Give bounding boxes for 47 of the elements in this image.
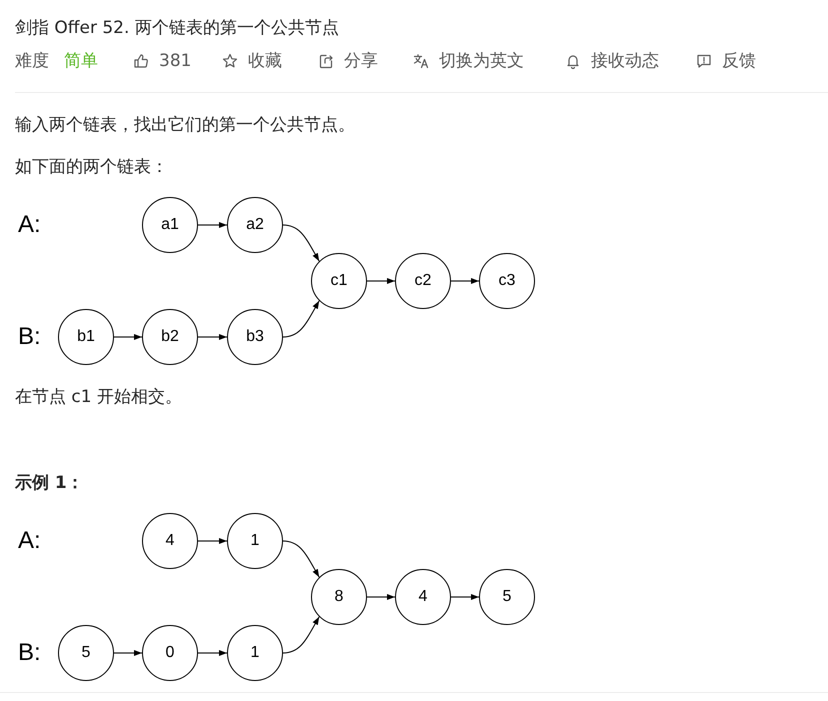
- example-intro: 如下面的两个链表：: [15, 156, 168, 179]
- list-node: 8: [311, 569, 367, 625]
- share-button: 分享: [318, 49, 378, 73]
- list-node: 1: [227, 513, 283, 569]
- list-node: a1: [142, 197, 198, 253]
- arrow: [450, 594, 480, 600]
- list-node: b1: [58, 309, 114, 365]
- list-node: c3: [479, 253, 535, 309]
- arrow: [366, 278, 396, 284]
- arrow: [198, 650, 228, 656]
- example-heading: 示例 1：: [15, 472, 84, 495]
- favorite-button: 收藏: [222, 49, 282, 73]
- feedback-button: 反馈: [696, 49, 756, 73]
- list-node: 4: [142, 513, 198, 569]
- arrow: [114, 650, 142, 656]
- arrow: [198, 538, 228, 544]
- problem-title: 剑指 Offer 52. 两个链表的第一个公共节点: [15, 17, 339, 40]
- problem-description: 输入两个链表，找出它们的第一个公共节点。: [15, 114, 355, 137]
- arrow: [282, 616, 320, 654]
- list-name: A:: [18, 211, 41, 239]
- arrow: [114, 334, 142, 340]
- arrow: [282, 540, 320, 578]
- intersection-note: 在节点 c1 开始相交。: [15, 386, 182, 409]
- arrow: [366, 594, 396, 600]
- difficulty-level: 简单: [64, 50, 98, 73]
- list-node: a2: [227, 197, 283, 253]
- list-node: b2: [142, 309, 198, 365]
- arrow: [282, 300, 320, 338]
- list-node: 1: [227, 625, 283, 681]
- list-node: 0: [142, 625, 198, 681]
- subscribe-button: 接收动态: [565, 49, 659, 73]
- list-node: 5: [479, 569, 535, 625]
- list-name: B:: [18, 639, 41, 667]
- list-name: B:: [18, 323, 41, 351]
- translate-button: 切换为英文: [413, 49, 524, 73]
- list-node: b3: [227, 309, 283, 365]
- like-button: 381: [133, 49, 192, 73]
- list-node: c1: [311, 253, 367, 309]
- arrow: [198, 222, 228, 228]
- list-node: 4: [395, 569, 451, 625]
- arrow: [198, 334, 228, 340]
- list-node: 5: [58, 625, 114, 681]
- list-node: c2: [395, 253, 451, 309]
- arrow: [450, 278, 480, 284]
- difficulty-label: 难度: [15, 50, 49, 73]
- arrow: [282, 224, 320, 262]
- list-name: A:: [18, 527, 41, 555]
